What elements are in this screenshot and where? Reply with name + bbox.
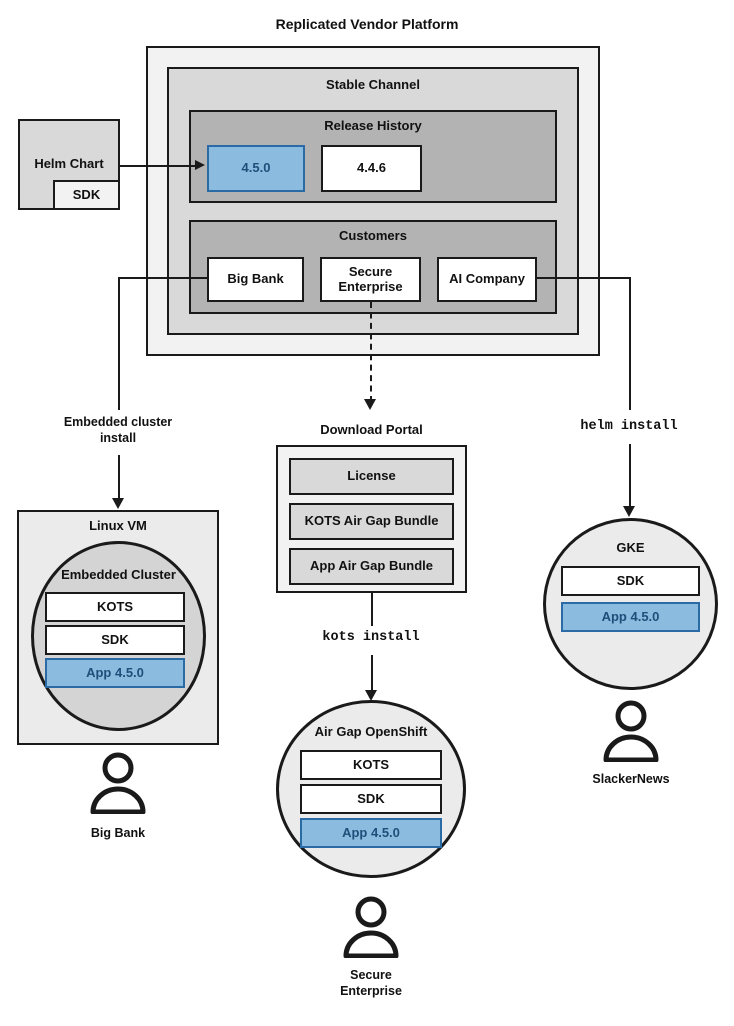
caption-big-bank: Big Bank [90, 826, 146, 840]
connector-helm-to-release [120, 165, 195, 167]
connector-secure-enterprise-dashed [370, 302, 372, 402]
diagram-title: Replicated Vendor Platform [275, 16, 459, 32]
gke-component-sdk[interactable]: SDK [561, 566, 700, 596]
edge-label-embedded-install: Embedded cluster install [28, 415, 208, 446]
caption-secure-enterprise-line2: Enterprise [340, 983, 402, 998]
download-portal-item-license[interactable]: License [289, 458, 454, 495]
customer-chip-secure-enterprise[interactable]: Secure Enterprise [320, 257, 421, 302]
download-portal-item-kots-airgap-bundle[interactable]: KOTS Air Gap Bundle [289, 503, 454, 540]
connector-bigbank-v1 [118, 277, 120, 410]
connector-bigbank-h [118, 277, 209, 279]
release-history-label: Release History [324, 118, 422, 133]
customer-chip-line1: Secure [348, 263, 393, 279]
edge-label-helm-install: helm install [580, 419, 678, 434]
person-big-bank-icon [88, 752, 148, 815]
openshift-component-app[interactable]: App 4.5.0 [300, 818, 442, 848]
edge-label-kots-install: kots install [322, 630, 420, 645]
stable-channel-label: Stable Channel [326, 77, 420, 92]
arrowhead-openshift-icon [365, 690, 377, 701]
arrowhead-gke-icon [623, 506, 635, 517]
openshift-component-kots[interactable]: KOTS [300, 750, 442, 780]
edge-label-embedded-install-line1: Embedded cluster [63, 415, 173, 429]
linux-vm-component-sdk[interactable]: SDK [45, 625, 185, 655]
helm-chart-sdk-box[interactable]: SDK [53, 180, 120, 210]
customers-label: Customers [339, 228, 407, 243]
edge-label-embedded-install-line2: install [99, 430, 137, 445]
arrowhead-linux-vm-icon [112, 498, 124, 509]
connector-bigbank-v2 [118, 455, 120, 501]
connector-aicompany-v1 [629, 277, 631, 410]
linux-vm-label: Linux VM [89, 518, 147, 533]
customer-chip-line2: Enterprise [338, 278, 403, 294]
linux-vm-component-app[interactable]: App 4.5.0 [45, 658, 185, 688]
download-portal-title: Download Portal [320, 422, 423, 437]
arrowhead-helm-to-release-icon [195, 160, 205, 170]
caption-slackernews: SlackerNews [592, 772, 670, 786]
linux-vm-component-kots[interactable]: KOTS [45, 592, 185, 622]
airgap-openshift-label: Air Gap OpenShift [314, 724, 428, 739]
connector-kots-install-to-openshift [371, 655, 373, 693]
caption-secure-enterprise-line1: Secure [350, 968, 392, 982]
release-chip-4-5-0[interactable]: 4.5.0 [207, 145, 305, 192]
gke-component-app[interactable]: App 4.5.0 [561, 602, 700, 632]
customer-chip-ai-company[interactable]: AI Company [437, 257, 537, 302]
customer-chip-big-bank[interactable]: Big Bank [207, 257, 304, 302]
connector-aicompany-v2 [629, 444, 631, 508]
openshift-component-sdk[interactable]: SDK [300, 784, 442, 814]
person-slackernews-icon [601, 700, 661, 763]
connector-portal-to-kots-install [371, 593, 373, 626]
gke-label: GKE [616, 540, 645, 555]
release-chip-4-4-6[interactable]: 4.4.6 [321, 145, 422, 192]
arrowhead-download-portal-icon [364, 399, 376, 410]
connector-aicompany-h [537, 277, 631, 279]
person-secure-enterprise-icon [341, 896, 401, 959]
download-portal-item-app-airgap-bundle[interactable]: App Air Gap Bundle [289, 548, 454, 585]
embedded-cluster-label: Embedded Cluster [61, 567, 176, 582]
